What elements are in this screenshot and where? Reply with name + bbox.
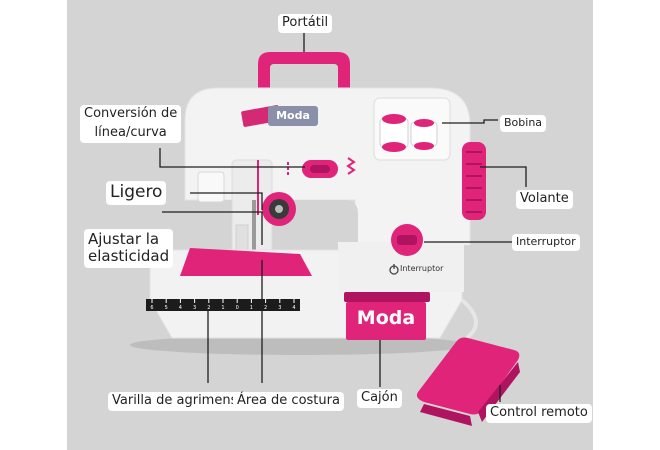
label-area: Área de costura — [233, 392, 344, 411]
label-portatil: Portátil — [278, 14, 333, 33]
ruler-tick-label: 4 — [179, 305, 182, 311]
label-conversion: Conversión de línea/curva — [80, 105, 182, 143]
label-control: Control remoto — [486, 404, 592, 423]
drawer-rim — [344, 292, 430, 302]
label-ligero: Ligero — [106, 181, 167, 205]
handwheel — [462, 142, 486, 220]
light-window — [197, 171, 225, 203]
label-volante: Volante — [516, 190, 573, 209]
ruler-tick-label: 4 — [292, 305, 295, 311]
label-ajustar-line2: elasticidad — [88, 247, 170, 266]
ruler-tick-label: 1 — [250, 305, 253, 311]
label-varilla: Varilla de agrimensor — [108, 392, 255, 411]
bobbin-spool — [382, 114, 406, 124]
ruler-tick-label: 1 — [221, 305, 224, 311]
label-ajustar-line1: Ajustar la — [88, 230, 160, 248]
sticker-label: Moda — [268, 106, 318, 126]
ruler-tick-label: 3 — [193, 305, 196, 311]
presser-foot — [235, 224, 249, 252]
label-cajon: Cajón — [357, 389, 402, 408]
ruler-tick-label: 3 — [278, 305, 281, 311]
fabric — [180, 248, 312, 276]
ruler-ticks: 6 5 4 3 2 1 0 1 2 3 4 — [150, 299, 296, 311]
zigzag-mark — [346, 157, 356, 175]
label-conversion-line1: Conversión de — [84, 106, 178, 121]
ruler-tick-label: 2 — [264, 305, 267, 311]
switch-text: Interruptor — [400, 264, 444, 273]
ruler-tick-label: 5 — [165, 305, 168, 311]
needle — [252, 200, 256, 252]
carry-handle — [258, 52, 350, 92]
label-bobina: Bobina — [500, 115, 547, 132]
moda-sticker: Moda — [240, 104, 322, 128]
label-conversion-line2: línea/curva — [94, 124, 167, 140]
label-interruptor: Interruptor — [512, 234, 580, 251]
callout-lines — [159, 33, 527, 402]
ruler-tick-label: 0 — [236, 305, 239, 311]
foot-pedal — [416, 337, 520, 415]
ruler-tick-label: 6 — [150, 305, 153, 311]
drawer — [346, 302, 426, 340]
drawer-label: Moda — [356, 307, 416, 329]
label-ajustar: Ajustar la elasticidad — [84, 229, 174, 268]
ruler-tick-label: 2 — [207, 305, 210, 311]
